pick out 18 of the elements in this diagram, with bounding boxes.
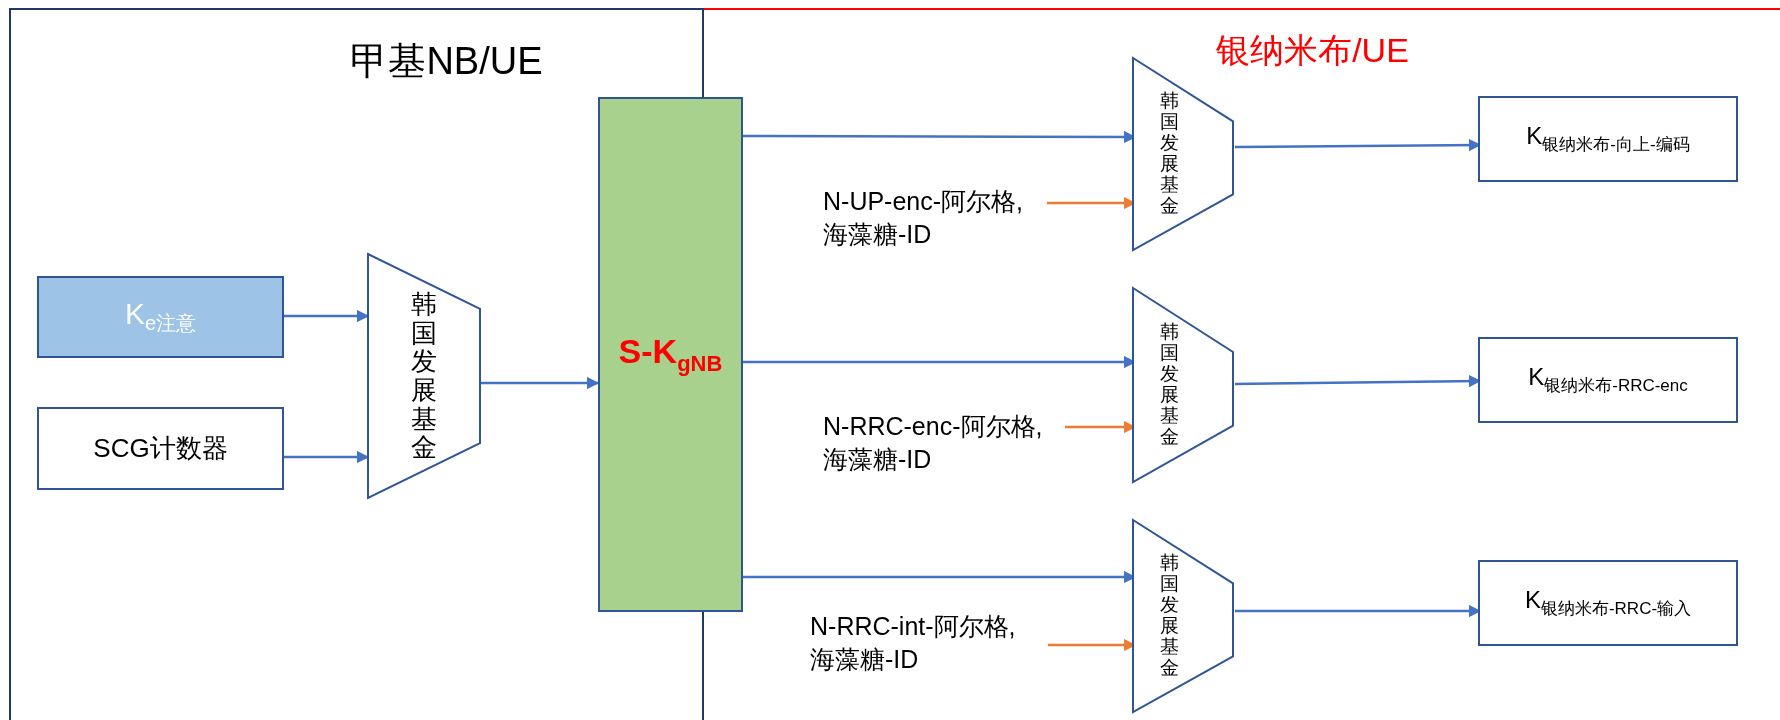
panel-title: 甲基NB/UE: [350, 39, 543, 84]
input-box: SCG计数器: [37, 407, 284, 490]
function-label: 韩国发展基金: [411, 290, 437, 462]
key-block: S-K$_{gNB}$: [598, 97, 743, 612]
arrow: [284, 309, 370, 323]
output-key-box: K$_{银纳米布-RRC-enc}$: [1478, 337, 1738, 423]
function-label: 韩国发展基金: [1159, 553, 1179, 679]
output-key-box: K$_{银纳米布-向上-编码}$: [1478, 96, 1738, 182]
function-label: 韩国发展基金: [1159, 91, 1179, 217]
function-label: 韩国发展基金: [1159, 322, 1179, 448]
input-parameter-text: N-RRC-enc-阿尔格, 海藻糖-ID: [823, 411, 1044, 475]
arrow: [480, 376, 600, 390]
key-box: K$_{e注意}$: [37, 276, 284, 358]
arrow: [284, 450, 370, 464]
input-parameter-text: N-RRC-int-阿尔格, 海藻糖-ID: [810, 611, 1017, 675]
input-parameter-text: N-UP-enc-阿尔格, 海藻糖-ID: [823, 186, 1024, 250]
panel-title: 银纳米布/UE: [1216, 30, 1409, 71]
output-key-box: K$_{银纳米布-RRC-输入}$: [1478, 560, 1738, 646]
